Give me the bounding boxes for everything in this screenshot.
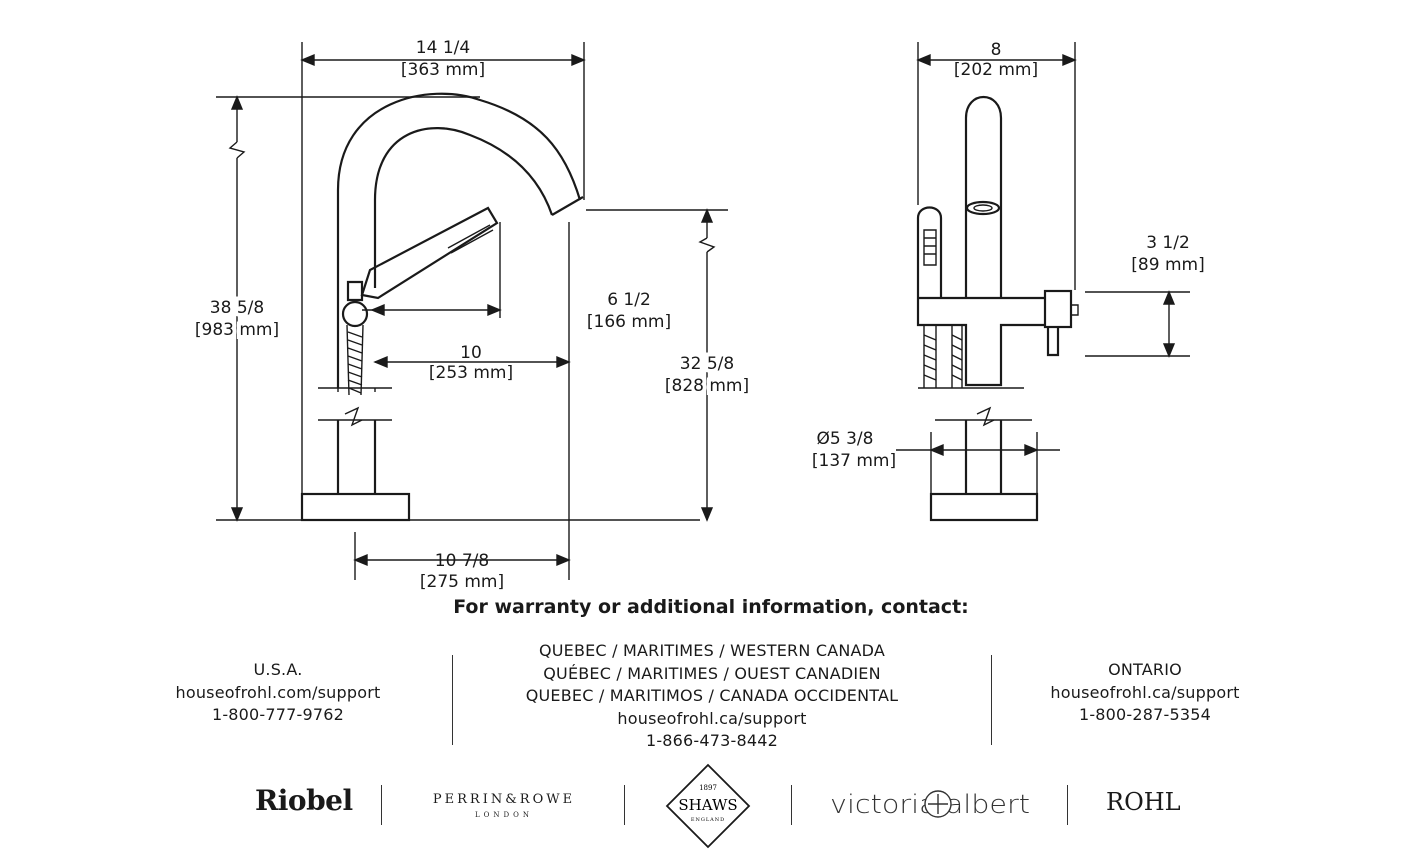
ontario-region: ONTARIO xyxy=(1108,660,1182,679)
dim-front-width-mm: [363 mm] xyxy=(401,60,485,80)
front-view-dimensions: 14 1/4 [363 mm] 38 5/8 [983 mm] 6 1/2 [1… xyxy=(191,38,753,592)
perrin-rowe-logo: PERRIN&ROWE LONDON xyxy=(418,792,590,819)
contact-divider-left xyxy=(452,655,453,745)
dim-handshower-reach: 6 1/2 xyxy=(607,290,651,310)
side-view-faucet xyxy=(916,95,1079,522)
dim-handle-drop: 3 1/2 xyxy=(1146,233,1190,253)
contact-divider-right xyxy=(991,655,992,745)
shaws-name: SHAWS xyxy=(678,796,737,814)
quebec-line-3: QUEBEC / MARITIMOS / CANADA OCCIDENTAL xyxy=(525,686,899,705)
brand-divider-3 xyxy=(791,785,792,825)
quebec-phone[interactable]: 1-866-473-8442 xyxy=(645,731,779,750)
contact-heading: For warranty or additional information, … xyxy=(453,596,969,618)
dim-spout-height-mm: [828 mm] xyxy=(665,376,749,396)
perrin-rowe-sub: LONDON xyxy=(475,811,533,819)
technical-drawing: 14 1/4 [363 mm] 38 5/8 [983 mm] 6 1/2 [1… xyxy=(191,38,1205,592)
contact-usa: U.S.A. houseofrohl.com/support 1-800-777… xyxy=(128,659,428,727)
dim-base-diameter-mm: [137 mm] xyxy=(812,451,896,471)
contact-ontario: ONTARIO houseofrohl.ca/support 1-800-287… xyxy=(1000,659,1290,727)
ontario-url[interactable]: houseofrohl.ca/support xyxy=(1050,682,1240,702)
quebec-line-2: QUÉBEC / MARITIMES / OUEST CANADIEN xyxy=(543,663,881,683)
dim-spout-reach-mm: [253 mm] xyxy=(429,363,513,383)
dim-side-width: 8 xyxy=(991,40,1002,60)
shaws-year: 1897 xyxy=(699,784,717,792)
side-view-dimensions: 8 [202 mm] 3 1/2 [89 mm] Ø5 3/8 [137 mm] xyxy=(812,40,1205,494)
dim-front-height: 38 5/8 xyxy=(210,298,264,318)
circle-plus-icon xyxy=(924,790,952,818)
dim-handshower-reach-mm: [166 mm] xyxy=(587,312,671,332)
dim-side-width-mm: [202 mm] xyxy=(954,60,1038,80)
usa-phone[interactable]: 1-800-777-9762 xyxy=(211,705,345,724)
shaws-logo: 1897 SHAWS ENGLAND xyxy=(665,763,751,849)
dim-base-reach-mm: [275 mm] xyxy=(420,572,504,592)
dim-handle-drop-mm: [89 mm] xyxy=(1131,255,1204,275)
contact-quebec: QUEBEC / MARITIMES / WESTERN CANADA QUÉB… xyxy=(462,640,962,753)
rohl-logo: ROHL xyxy=(1106,788,1181,816)
front-view-faucet xyxy=(300,92,584,522)
dim-base-diameter: Ø5 3/8 xyxy=(817,429,874,449)
quebec-line-1: QUEBEC / MARITIMES / WESTERN CANADA xyxy=(538,641,886,660)
quebec-url[interactable]: houseofrohl.ca/support xyxy=(617,708,807,728)
dim-spout-reach: 10 xyxy=(460,343,482,363)
usa-url[interactable]: houseofrohl.com/support xyxy=(175,682,381,702)
brand-divider-1 xyxy=(381,785,382,825)
dim-front-width: 14 1/4 xyxy=(416,38,470,58)
ontario-phone[interactable]: 1-800-287-5354 xyxy=(1078,705,1212,724)
dim-base-reach: 10 7/8 xyxy=(435,551,489,571)
riobel-logo: Riobel xyxy=(255,784,353,817)
victoria-albert-logo: victoria albert xyxy=(830,785,1042,825)
usa-region: U.S.A. xyxy=(253,660,303,679)
brand-divider-4 xyxy=(1067,785,1068,825)
perrin-rowe-name: PERRIN&ROWE xyxy=(432,792,576,807)
shaws-diamond-icon: 1897 SHAWS ENGLAND xyxy=(665,763,751,849)
dim-spout-height: 32 5/8 xyxy=(680,354,734,374)
shaws-sub: ENGLAND xyxy=(691,817,725,823)
dim-front-height-mm: [983 mm] xyxy=(195,320,279,340)
brand-divider-2 xyxy=(624,785,625,825)
victoria-albert-mark: victoria albert xyxy=(830,790,1030,820)
